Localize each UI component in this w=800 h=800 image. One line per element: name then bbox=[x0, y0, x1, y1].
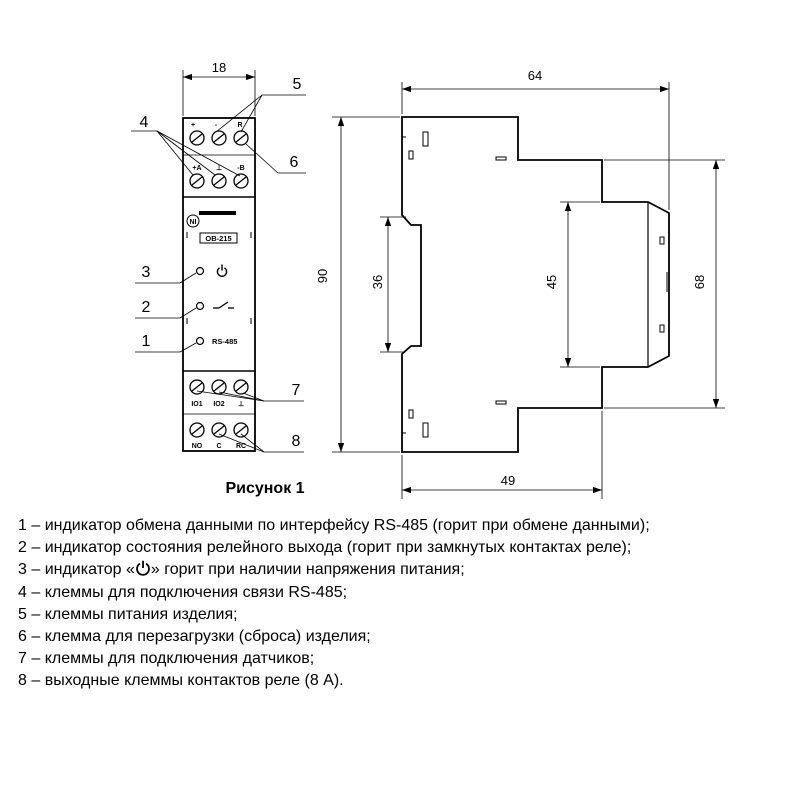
callout-number: 5 bbox=[293, 76, 302, 93]
dim-value: 64 bbox=[528, 68, 542, 83]
terminal-labels: + - R +A ⊥ -B IO1 IO2 ⊥ NO C RC bbox=[191, 122, 246, 450]
terminal-label: -B bbox=[237, 165, 244, 172]
screw-terminal bbox=[233, 379, 249, 395]
screw-terminal bbox=[233, 130, 249, 146]
legend-item: 6 – клемма для перезагрузки (сброса) изд… bbox=[18, 628, 371, 646]
legend-item: 7 – клеммы для подключения датчиков; bbox=[18, 650, 315, 668]
legend-item: 4 – клеммы для подключения связи RS-485; bbox=[18, 583, 348, 601]
side-dimensions bbox=[332, 82, 725, 499]
model-plate bbox=[199, 232, 238, 244]
brand-logo: NI bbox=[186, 211, 236, 228]
dimension-values: 18 64 49 90 36 45 68 bbox=[212, 60, 707, 488]
legend-item-suffix: » горит при наличии напряжения питания; bbox=[150, 561, 465, 579]
legend-item: 5 – клеммы питания изделия; bbox=[18, 605, 238, 623]
callout-number: 8 bbox=[292, 433, 301, 450]
legend-item: 1 – индикатор обмена данными по интерфей… bbox=[18, 517, 650, 534]
relay-contact-icon bbox=[213, 301, 234, 309]
legend-list: 1 – индикатор обмена данными по интерфей… bbox=[18, 515, 788, 693]
dim-value: 68 bbox=[692, 275, 707, 289]
screw-terminal bbox=[211, 173, 227, 189]
device-drawing: + - R +A ⊥ -B IO1 IO2 ⊥ NO C RC NI ОВ-21… bbox=[131, 60, 725, 499]
power-led bbox=[195, 266, 205, 276]
terminal-label: ⊥ bbox=[238, 400, 244, 408]
power-icon bbox=[216, 264, 228, 277]
side-view bbox=[401, 116, 670, 453]
terminal-screws bbox=[189, 130, 249, 438]
terminal-label: + bbox=[191, 122, 195, 129]
terminal-label: +A bbox=[192, 165, 201, 172]
terminal-label: C bbox=[216, 443, 221, 450]
screw-terminal bbox=[189, 422, 205, 438]
front-body-outline bbox=[182, 117, 256, 452]
callout-number: 1 bbox=[142, 333, 151, 350]
screw-terminal bbox=[189, 130, 205, 146]
screw-terminal bbox=[211, 130, 227, 146]
terminal-label: ⊥ bbox=[216, 164, 222, 172]
screw-terminal bbox=[211, 422, 227, 438]
terminal-label: RC bbox=[236, 443, 246, 450]
side-body-outline bbox=[401, 116, 670, 453]
front-view bbox=[182, 70, 256, 452]
callout-number: 2 bbox=[142, 299, 151, 316]
terminal-label: IO2 bbox=[213, 401, 224, 408]
legend-item: 8 – выходные клеммы контактов реле (8 А)… bbox=[18, 672, 344, 690]
svg-text:NI: NI bbox=[190, 219, 197, 226]
model-label: ОВ-215 bbox=[205, 234, 231, 243]
terminal-label: NO bbox=[192, 443, 203, 450]
screw-terminal bbox=[233, 422, 249, 438]
callout-number: 6 bbox=[290, 154, 299, 171]
screw-terminal bbox=[189, 379, 205, 395]
callout-number: 4 bbox=[140, 114, 149, 131]
legend-item-prefix: 3 – индикатор « bbox=[18, 561, 135, 579]
terminal-label: IO1 bbox=[191, 401, 202, 408]
callout-lines bbox=[131, 94, 306, 453]
dim-value: 49 bbox=[501, 473, 515, 488]
terminal-label: - bbox=[215, 122, 218, 129]
figure-caption: Рисунок 1 bbox=[225, 480, 305, 497]
dim-value: 45 bbox=[544, 275, 559, 289]
screw-terminal bbox=[189, 173, 205, 189]
screw-terminal bbox=[211, 379, 227, 395]
dim-value: 90 bbox=[315, 269, 330, 283]
callout-number: 3 bbox=[142, 264, 151, 281]
screw-terminal bbox=[233, 173, 249, 189]
rs485-label: RS-485 bbox=[212, 337, 237, 346]
dim-value: 18 bbox=[212, 60, 226, 75]
rs485-led bbox=[195, 336, 205, 346]
power-icon bbox=[136, 561, 150, 577]
legend-item: 2 – индикатор состояния релейного выхода… bbox=[18, 539, 632, 557]
callout-numbers: 1 2 3 4 5 6 7 8 bbox=[140, 76, 302, 450]
dim-value: 36 bbox=[370, 275, 385, 289]
terminal-label: R bbox=[237, 122, 242, 129]
relay-led bbox=[195, 301, 205, 311]
callout-number: 7 bbox=[292, 382, 301, 399]
legend-item: 3 – индикатор « » горит при наличии напря… bbox=[18, 559, 788, 581]
